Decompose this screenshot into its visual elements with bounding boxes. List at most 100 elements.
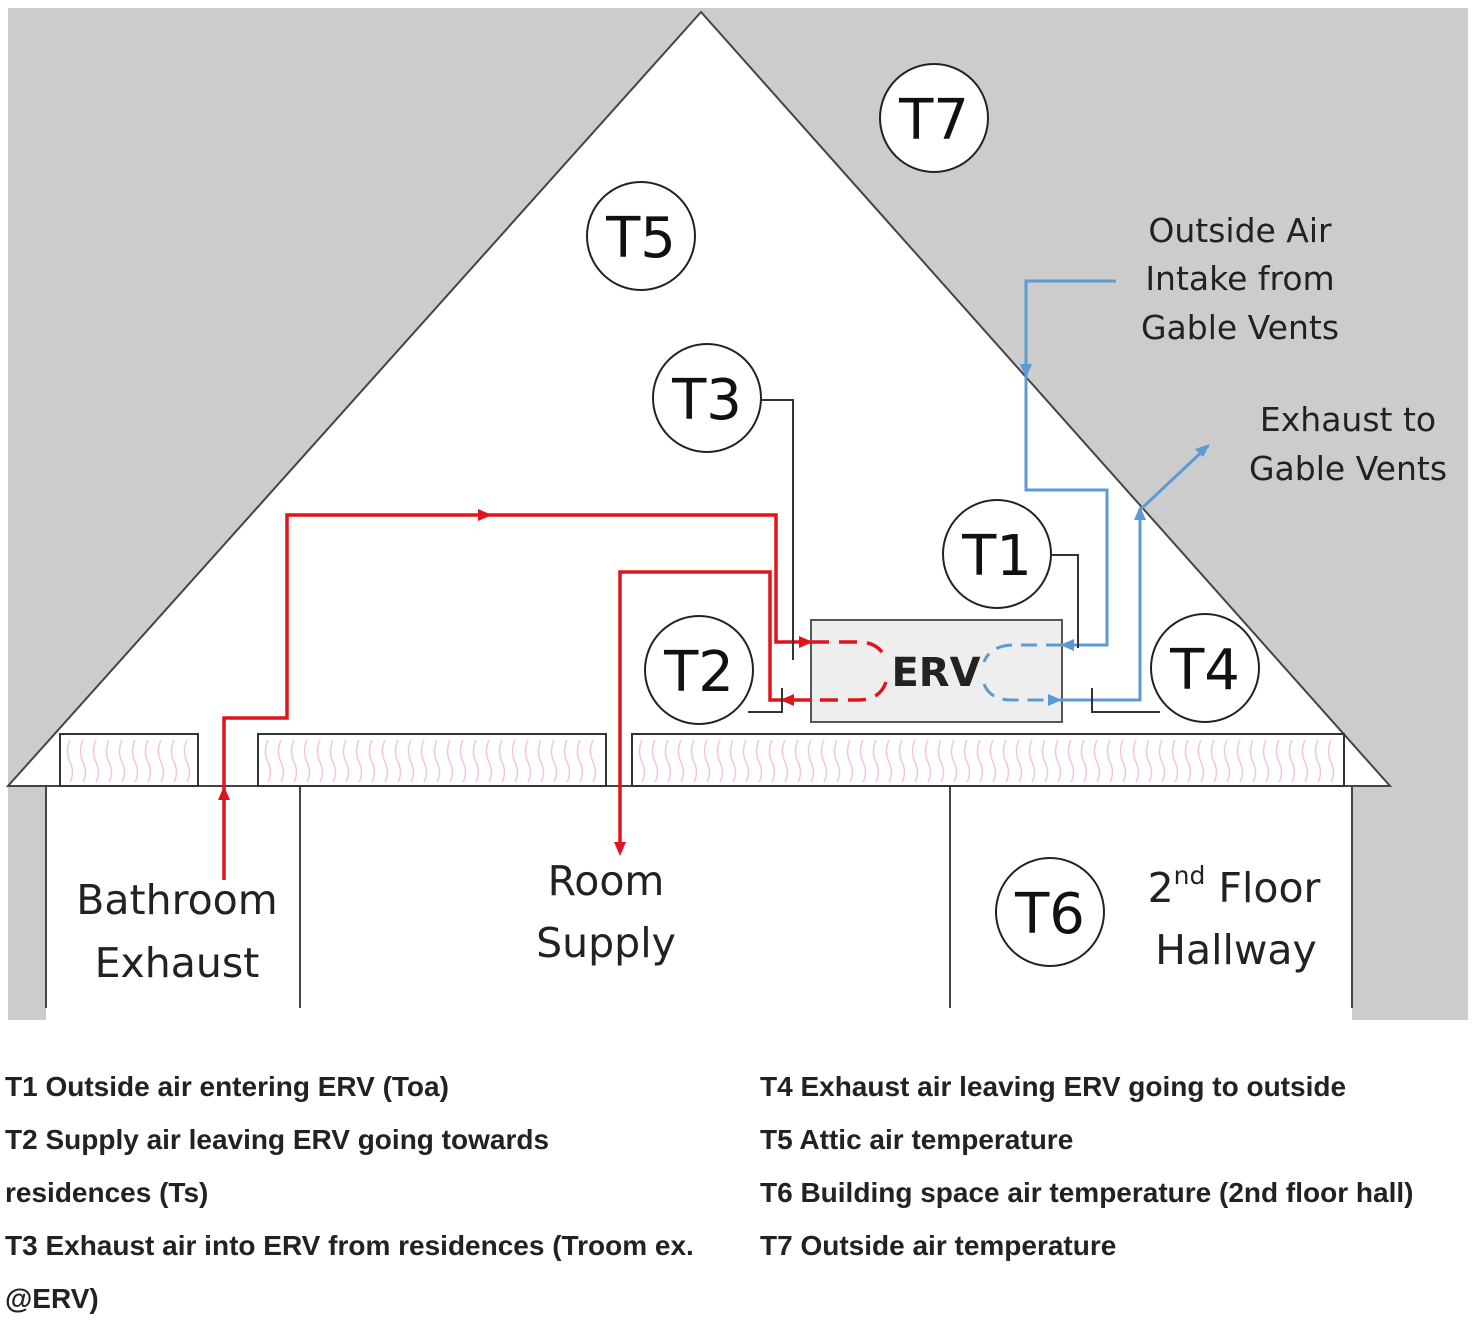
insulation-fiber [1028,739,1036,783]
bathroom-exhaust-duct [222,513,811,880]
insulation-fiber [1067,739,1075,783]
insulation-fiber [989,739,997,783]
insulation-fiber [381,739,389,783]
insulation-fiber [638,739,646,783]
outside-intake-duct [1024,279,1116,647]
legend-left-column: T1 Outside air entering ERV (Toa) T2 Sup… [5,1060,695,1325]
legend-right-column: T4 Exhaust air leaving ERV going to outs… [760,1060,1470,1272]
sensor-t1-label: T1 [961,524,1032,589]
insulation-fiber [537,739,545,783]
insulation-fiber [846,739,854,783]
insulation-fiber [1041,739,1049,783]
insulation-fiber [794,739,802,783]
insulation-fiber [342,739,350,783]
sensor-t4: T4 [1150,613,1260,723]
arrow-erv-left [780,694,794,706]
insulation-fiber [1249,739,1257,783]
insulation-fiber [563,739,571,783]
outside-intake-line2: Intake from [1145,259,1334,298]
arrow-bathroom-up [218,786,230,800]
insulation-fiber [924,739,932,783]
insulation-fiber [677,739,685,783]
t1-leader [1052,554,1079,648]
exhaust-gable-duct [1062,444,1210,702]
insulation-fiber [1236,739,1244,783]
insulation-fiber [368,739,376,783]
insulation-fiber [885,739,893,783]
insulation [59,733,1345,787]
sensor-t3-label: T3 [671,368,742,433]
insulation-fiber [1145,739,1153,783]
insulation-fiber [316,739,324,783]
legend-t6: T6 Building space air temperature (2nd f… [760,1177,1414,1208]
insulation-fiber [1210,739,1218,783]
insulation-fiber [576,739,584,783]
room-supply-line2: Supply [536,919,676,967]
arrow-exhaust-out [1195,444,1210,457]
outside-intake-line3: Gable Vents [1141,308,1339,347]
t2-leader [748,688,783,713]
legend-t4: T4 Exhaust air leaving ERV going to outs… [760,1071,1347,1102]
sensor-t2-label: T2 [663,640,734,705]
insulation-fiber [433,739,441,783]
erv-blue-dash-bottom [982,683,1062,702]
hallway-line2: Hallway [1155,926,1317,974]
insulation-fiber [703,739,711,783]
insulation-fiber [963,739,971,783]
insulation-fiber [950,739,958,783]
insulation-fiber [66,739,74,783]
sensor-t2: T2 [644,615,754,725]
insulation-fiber [911,739,919,783]
insulation-fiber [511,739,519,783]
insulation-fiber [144,739,152,783]
insulation-fiber [589,739,597,783]
insulation-fiber [446,739,454,783]
bathroom-line1: Bathroom [76,876,277,924]
hallway-floor: Floor [1205,864,1320,912]
insulation-fiber [1275,739,1283,783]
insulation-fiber [976,739,984,783]
insulation-fiber [105,739,113,783]
insulation-fiber [290,739,298,783]
insulation-fiber [329,739,337,783]
sensor-t7-label: T7 [898,88,969,153]
legend-t2: T2 Supply air leaving ERV going towards … [5,1124,550,1208]
insulation-fiber [1158,739,1166,783]
insulation-fiber [459,739,467,783]
insulation-fiber [1327,739,1335,783]
erv-label: ERV [891,650,980,696]
insulation-fiber [1015,739,1023,783]
erv-red-dash-top [811,640,888,661]
insulation-fiber [768,739,776,783]
sensor-t6: T6 [995,857,1105,967]
insulation-fiber [1106,739,1114,783]
insulation-fiber [1132,739,1140,783]
insulation-fiber [1184,739,1192,783]
sensor-t5: T5 [586,181,696,291]
outside-intake-line1: Outside Air [1148,211,1332,250]
insulation-fiber [264,739,272,783]
insulation-fiber [1171,739,1179,783]
exhaust-gable-line2: Gable Vents [1249,449,1447,488]
outside-intake-label: Outside Air Intake from Gable Vents [1141,211,1339,347]
insulation-fiber [690,739,698,783]
insulation-fiber [859,739,867,783]
hallway-num: 2 [1148,864,1174,912]
insulation-fiber [394,739,402,783]
arrow-exhaust-up [1134,506,1146,520]
arrow-top-right [478,509,492,521]
legend-t7: T7 Outside air temperature [760,1230,1117,1261]
sensor-leaders [748,399,1160,713]
legend-t3: T3 Exhaust air into ERV from residences … [5,1230,694,1314]
legend-t5: T5 Attic air temperature [760,1124,1074,1155]
sensor-t7: T7 [879,63,989,173]
t4-leader [1091,688,1160,713]
insulation-fiber [729,739,737,783]
insulation-fiber [1093,739,1101,783]
insulation-fiber [131,739,139,783]
arrow-erv-out-right [1048,694,1062,706]
blue-arrowheads [1020,364,1210,706]
hallway-sup: nd [1174,861,1206,890]
room-supply-line1: Room [548,857,665,905]
insulation-fiber [407,739,415,783]
